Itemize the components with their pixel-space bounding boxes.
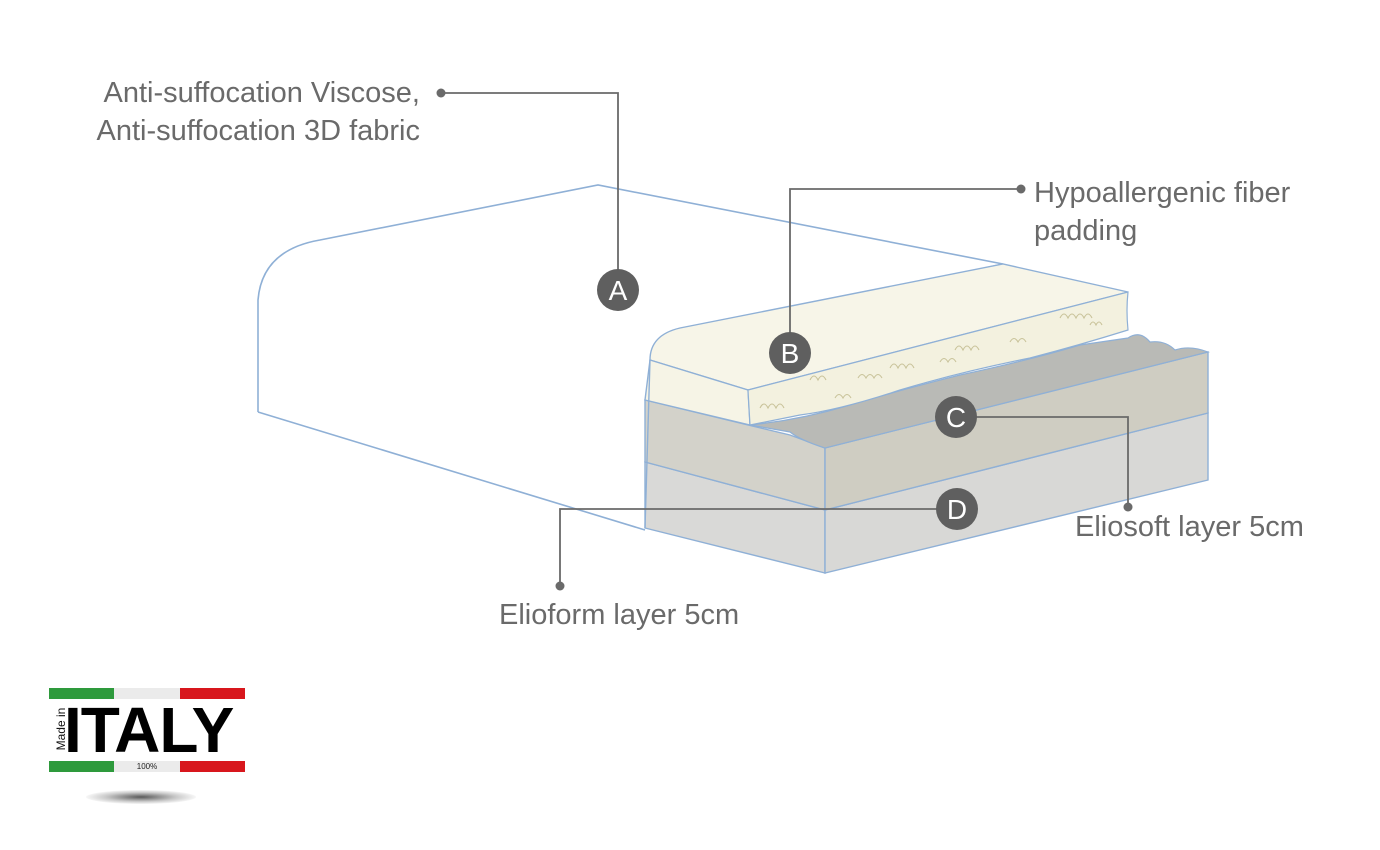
marker-c: C bbox=[935, 396, 977, 438]
cover-outline bbox=[257, 184, 1004, 412]
marker-a-letter: A bbox=[609, 275, 628, 306]
leader-lines bbox=[441, 92, 1129, 586]
logo-percent: 100% bbox=[136, 762, 158, 771]
marker-a: A bbox=[597, 269, 639, 311]
marker-d-letter: D bbox=[947, 494, 967, 525]
made-in-italy-logo: Made in ITALY 100% bbox=[49, 688, 245, 778]
marker-b: B bbox=[769, 332, 811, 374]
leader-a-dot bbox=[436, 88, 446, 98]
fiber-squiggles bbox=[759, 313, 1103, 410]
leader-a bbox=[441, 92, 619, 290]
stack-left-edge bbox=[644, 359, 651, 529]
label-b: Hypoallergenic fiber padding bbox=[1034, 174, 1290, 250]
fiber-layer-cut bbox=[747, 291, 1129, 426]
leader-c bbox=[956, 416, 1129, 507]
leader-c-dot bbox=[1123, 502, 1133, 512]
label-d: Elioform layer 5cm bbox=[499, 599, 740, 631]
label-c: Eliosoft layer 5cm bbox=[1075, 511, 1304, 543]
label-a-line2: Anti-suffocation 3D fabric bbox=[96, 115, 420, 147]
flag-stripe-top bbox=[49, 688, 245, 699]
label-a-line1: Anti-suffocation Viscose, bbox=[103, 77, 421, 109]
cover-bottom-edge bbox=[257, 411, 646, 531]
fiber-layer-top bbox=[649, 263, 1129, 391]
marker-b-letter: B bbox=[781, 338, 800, 369]
marker-c-letter: C bbox=[946, 402, 966, 433]
leader-d bbox=[559, 508, 957, 586]
leader-b bbox=[789, 188, 1021, 353]
logo-country: ITALY bbox=[64, 694, 234, 766]
logo-shadow bbox=[86, 790, 196, 804]
label-b-line1: Hypoallergenic fiber bbox=[1034, 177, 1291, 209]
leader-dots bbox=[436, 88, 1133, 591]
leader-b-dot bbox=[1016, 184, 1026, 194]
label-a: Anti-suffocation Viscose, Anti-suffocati… bbox=[52, 74, 420, 150]
label-b-line2: padding bbox=[1034, 215, 1138, 247]
leader-d-dot bbox=[555, 581, 565, 591]
marker-d: D bbox=[936, 488, 978, 530]
flag-stripe-bottom bbox=[49, 761, 245, 772]
